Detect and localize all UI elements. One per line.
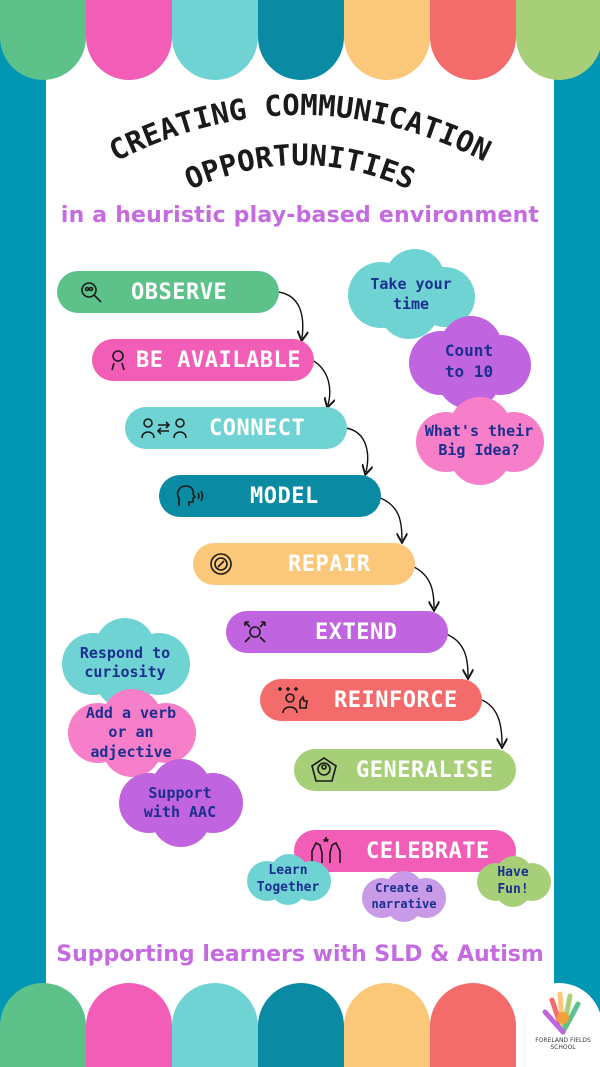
cloud-text: Respond to curiosity: [79, 643, 171, 682]
top-scallop-5: [344, 0, 430, 80]
cloud-shape: [409, 316, 531, 409]
step-model: MODEL: [159, 475, 381, 517]
step-label: REINFORCE: [334, 687, 458, 713]
magnifier-faces-icon: [81, 282, 102, 303]
cloud-shape: [119, 759, 243, 847]
top-scallop-3: [172, 0, 258, 80]
tip-cloud-create-a-narrative: Create a narrative: [358, 870, 450, 924]
expand-arrows-icon: [244, 621, 266, 643]
step-celebrate: CELEBRATE: [294, 830, 516, 872]
hands-tree-logo-icon: [542, 991, 581, 1035]
cloud-shape: [477, 856, 551, 907]
tip-cloud-count-to-10: Count to 10: [405, 313, 533, 411]
cloud-text: Support with AAC: [143, 783, 217, 822]
top-scallop-4: [258, 0, 344, 80]
cloud-shape: [247, 854, 331, 905]
tip-cloud-add-verb-adjective: Add a verb or an adjective: [62, 687, 200, 779]
school-logo: FORELAND FIELDS SCHOOL: [530, 988, 596, 1058]
bottom-scallop-4: [258, 983, 344, 1067]
cloud-shape: [362, 871, 446, 922]
bottom-scallop-2: [86, 983, 172, 1067]
person-thumbs-up-icon: [278, 687, 308, 714]
gear-wrench-icon: [210, 553, 232, 575]
step-repair: REPAIR: [193, 543, 415, 585]
subtitle: in a heuristic play-based environment: [60, 203, 540, 228]
step-label: CELEBRATE: [366, 838, 490, 864]
step-label: GENERALISE: [356, 757, 494, 783]
cloud-text: Count to 10: [444, 341, 494, 381]
step-observe: OBSERVE: [57, 271, 279, 313]
speaking-head-icon: [176, 485, 204, 506]
high-five-hands-icon: [311, 837, 341, 863]
school-name: FORELAND FIELDS SCHOOL: [535, 1037, 591, 1051]
cloud-shape: [348, 249, 475, 339]
step-connect: CONNECT: [125, 407, 347, 449]
top-scallop-6: [430, 0, 516, 80]
tip-cloud-support-with-aac: Support with AAC: [113, 757, 247, 849]
tip-cloud-have-fun: Have Fun!: [474, 854, 552, 910]
step-label: EXTEND: [315, 619, 398, 645]
step-be-available: BE AVAILABLE: [92, 339, 314, 381]
cloud-text: What's their Big Idea?: [424, 421, 534, 460]
tip-cloud-big-idea: What's their Big Idea?: [410, 394, 548, 488]
bottom-scallop-1: [0, 983, 86, 1067]
step-label: BE AVAILABLE: [136, 347, 301, 373]
bottom-scallop-3: [172, 983, 258, 1067]
cloud-text: Create a narrative: [371, 881, 437, 911]
cloud-text: Have Fun!: [497, 865, 529, 897]
network-person-icon: [311, 757, 337, 782]
step-label: OBSERVE: [131, 279, 228, 305]
top-scallop-7: [516, 0, 600, 80]
tip-cloud-take-your-time: Take your time: [343, 247, 479, 342]
cloud-shape: [62, 618, 190, 708]
bottom-scallop-6: [430, 983, 516, 1067]
two-people-exchange-icon: [141, 418, 187, 439]
person-idea-icon: [111, 350, 125, 371]
top-scallop-1: [0, 0, 86, 80]
top-scallop-2: [86, 0, 172, 80]
tip-cloud-learn-together: Learn Together: [243, 853, 333, 907]
bottom-scallop-5: [344, 983, 430, 1067]
page-title: CREATING COMMUNICATION OPPORTUNITIES: [104, 88, 497, 196]
step-reinforce: REINFORCE: [260, 679, 482, 721]
cloud-text: Take your time: [370, 275, 452, 313]
tip-cloud-respond-to-curiosity: Respond to curiosity: [57, 616, 193, 710]
cloud-shape: [416, 397, 544, 485]
footer-tagline: Supporting learners with SLD & Autism: [56, 942, 544, 967]
cloud-shape: [68, 689, 196, 777]
step-label: CONNECT: [209, 415, 306, 441]
step-generalise: GENERALISE: [294, 749, 516, 791]
step-extend: EXTEND: [226, 611, 448, 653]
cloud-text: Learn Together: [256, 863, 320, 895]
step-label: MODEL: [250, 483, 319, 509]
step-label: REPAIR: [288, 551, 371, 577]
cloud-text: Add a verb or an adjective: [85, 703, 177, 761]
